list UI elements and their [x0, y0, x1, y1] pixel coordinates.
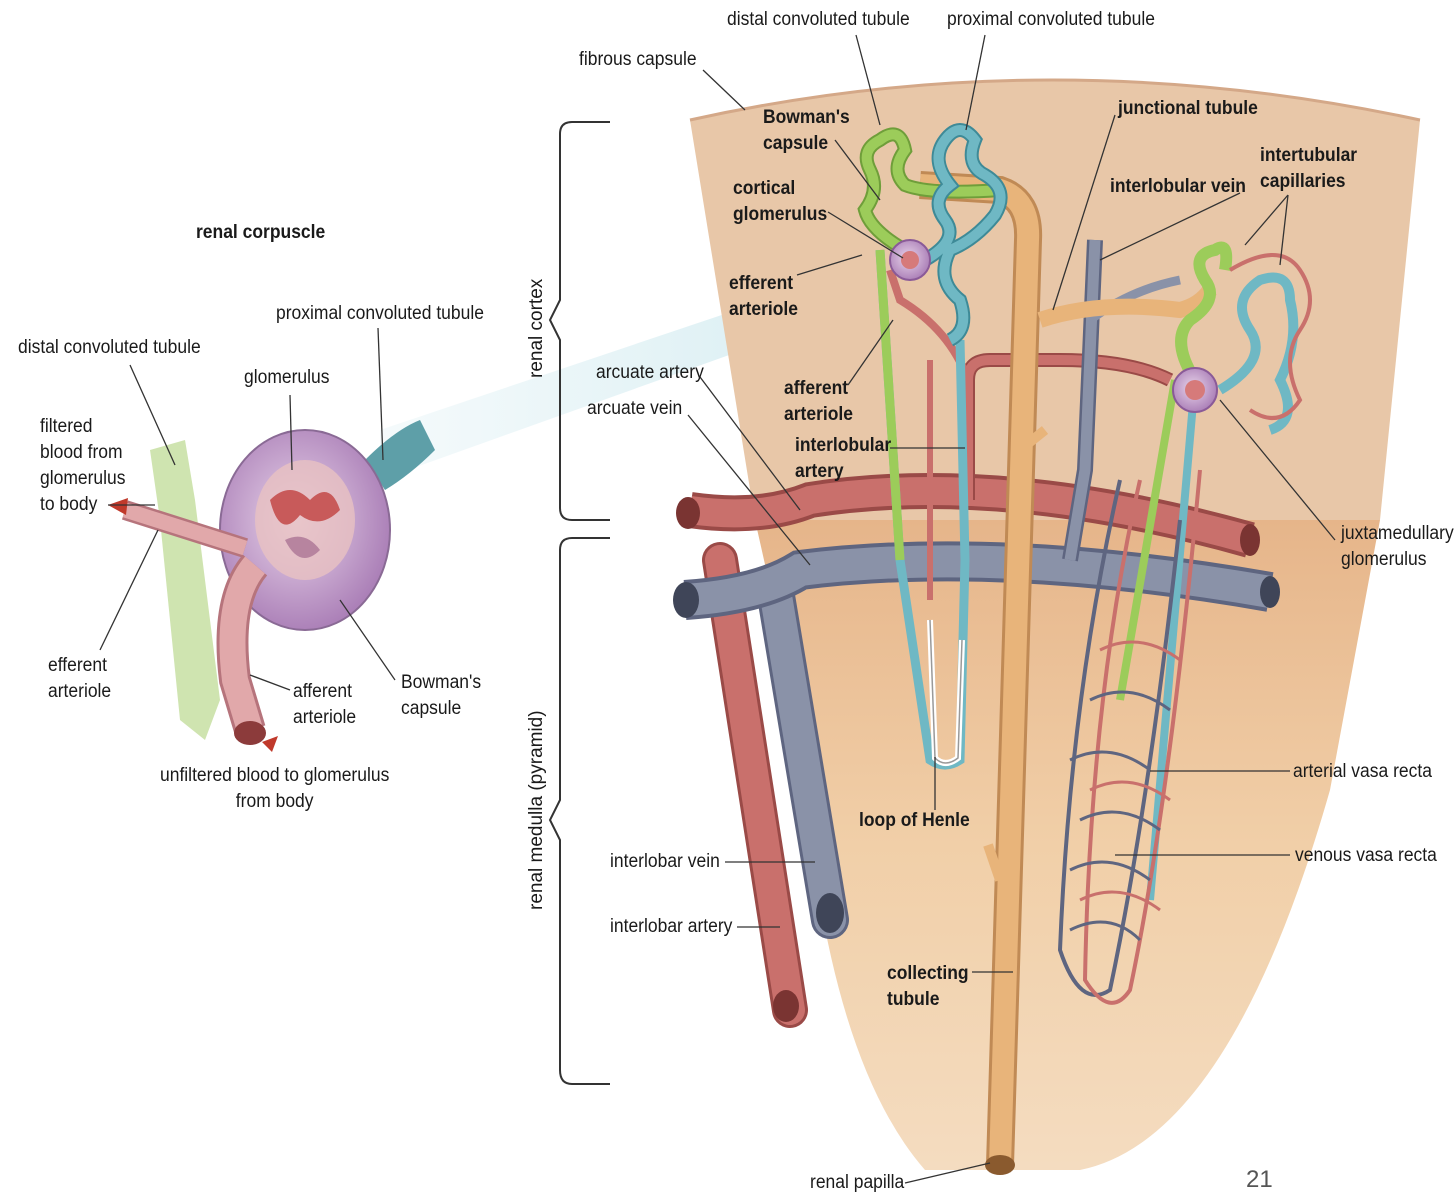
label-filtered-blood: filtered blood from glomerulus to body	[40, 414, 126, 518]
label-glomerulus: glomerulus	[244, 365, 330, 391]
label-fibrous-capsule: fibrous capsule	[579, 47, 697, 73]
label-unfiltered-blood: unfiltered blood to glomerulus from body	[160, 763, 389, 815]
distal-tubule-segment	[150, 440, 220, 740]
label-intertubular-capillaries: intertubular capillaries	[1260, 143, 1357, 195]
label-interlobular-vein: interlobular vein	[1110, 174, 1246, 200]
label-efferent-arteriole-left: efferent arteriole	[48, 653, 111, 705]
renal-corpuscle-title: renal corpuscle	[196, 220, 325, 246]
glomerulus-body	[255, 460, 355, 580]
label-interlobar-vein: interlobar vein	[610, 849, 720, 875]
label-loop-of-henle: loop of Henle	[859, 808, 970, 834]
label-arcuate-artery: arcuate artery	[596, 360, 704, 386]
medulla-bracket	[550, 538, 610, 1084]
label-bowmans-capsule-left: Bowman's capsule	[401, 670, 481, 722]
label-renal-cortex: renal cortex	[526, 279, 548, 378]
label-cortical-glomerulus: cortical glomerulus	[733, 176, 827, 228]
label-interlobar-artery: interlobar artery	[610, 914, 732, 940]
label-bowmans-capsule: Bowman's capsule	[763, 105, 850, 157]
label-distal-convoluted-tubule-left: distal convoluted tubule	[18, 335, 201, 361]
label-renal-medulla: renal medulla (pyramid)	[526, 710, 548, 910]
label-arcuate-vein: arcuate vein	[587, 396, 682, 422]
label-efferent-arteriole: efferent arteriole	[729, 271, 798, 323]
cortex-bracket	[550, 122, 610, 520]
label-proximal-convoluted-tubule: proximal convoluted tubule	[947, 7, 1155, 33]
label-venous-vasa-recta: venous vasa recta	[1295, 843, 1437, 869]
label-interlobular-artery: interlobular artery	[795, 433, 891, 485]
label-renal-papilla: renal papilla	[810, 1170, 904, 1196]
page-number: 21	[1246, 1166, 1273, 1194]
label-afferent-arteriole-left: afferent arteriole	[293, 679, 356, 731]
label-junctional-tubule: junctional tubule	[1118, 96, 1258, 122]
label-distal-convoluted-tubule: distal convoluted tubule	[727, 7, 910, 33]
label-juxtamedullary-glomerulus: juxtamedullary glomerulus	[1341, 521, 1454, 573]
label-proximal-convoluted-tubule-left: proximal convoluted tubule	[276, 301, 484, 327]
label-collecting-tubule: collecting tubule	[887, 961, 969, 1013]
label-arterial-vasa-recta: arterial vasa recta	[1293, 759, 1432, 785]
label-afferent-arteriole: afferent arteriole	[784, 376, 853, 428]
